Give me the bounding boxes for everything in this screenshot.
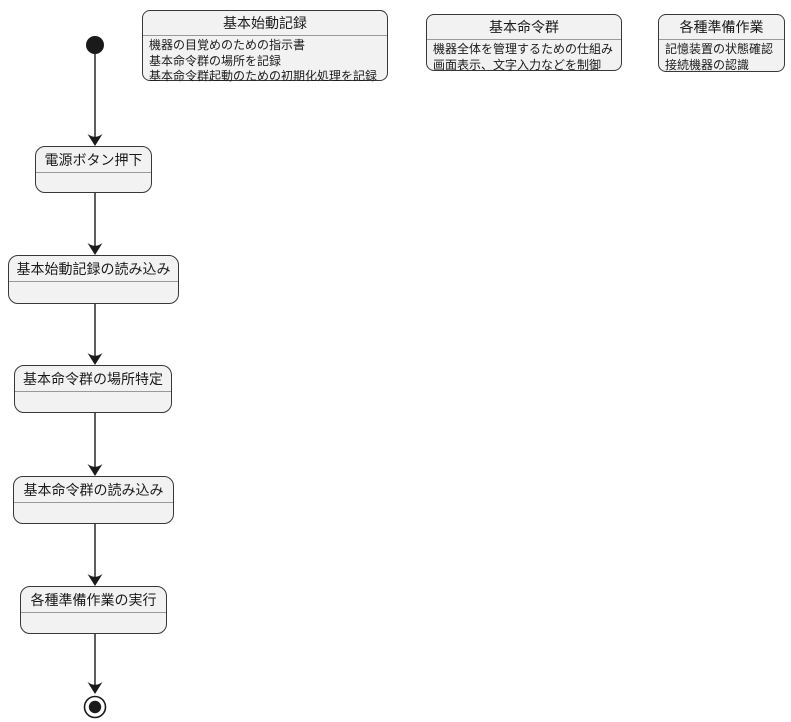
note-title: 基本始動記録 [143, 11, 387, 36]
note-line: 画面表示、文字入力などを制御 [433, 57, 602, 72]
state-read-boot-record: 基本始動記録の読み込み [8, 255, 179, 304]
note-line: 基本命令群の場所を記録 [149, 53, 282, 68]
note-line: 記憶装置の状態確認 [665, 42, 774, 56]
flow-arrow [87, 304, 103, 365]
state-body [14, 503, 173, 523]
note-body: 記憶装置の状態確認 接続機器の認識 [659, 40, 784, 73]
note-boot-record: 基本始動記録 機器の目覚めのための指示書 基本命令群の場所を記録 基本命令群起動… [142, 10, 388, 83]
note-preparations: 各種準備作業 記憶装置の状態確認 接続機器の認識 [658, 14, 785, 72]
state-power-button-press: 電源ボタン押下 [35, 146, 152, 193]
flow-arrow [87, 54, 103, 146]
flow-arrow [87, 634, 103, 694]
state-label: 基本命令群の読み込み [14, 477, 173, 503]
start-node-icon [86, 36, 104, 54]
flow-arrow [87, 524, 103, 586]
flow-arrow [87, 193, 103, 255]
state-locate-instruction-set: 基本命令群の場所特定 [14, 365, 172, 413]
note-body: 機器全体を管理するための仕組み 画面表示、文字入力などを制御 [427, 40, 621, 73]
note-instruction-set: 基本命令群 機器全体を管理するための仕組み 画面表示、文字入力などを制御 [426, 14, 622, 73]
note-body: 機器の目覚めのための指示書 基本命令群の場所を記録 基本命令群起動のための初期化… [143, 36, 387, 85]
note-line: 基本命令群起動のための初期化処理を記録 [149, 69, 378, 83]
state-label: 基本命令群の場所特定 [15, 366, 171, 392]
state-label: 基本始動記録の読み込み [9, 256, 178, 282]
note-title: 基本命令群 [427, 15, 621, 40]
state-label: 各種準備作業の実行 [21, 587, 166, 613]
state-body [15, 392, 171, 412]
state-read-instruction-set: 基本命令群の読み込み [13, 476, 174, 524]
state-body [21, 613, 166, 633]
state-body [36, 173, 151, 192]
note-line: 機器全体を管理するための仕組み [433, 42, 614, 56]
note-line: 接続機器の認識 [665, 57, 750, 72]
state-label: 電源ボタン押下 [36, 147, 151, 173]
end-node-icon [83, 695, 107, 719]
note-line: 機器の目覚めのための指示書 [149, 38, 306, 52]
flow-arrow [87, 413, 103, 476]
state-body [9, 282, 178, 303]
note-title: 各種準備作業 [659, 15, 784, 40]
state-run-preparations: 各種準備作業の実行 [20, 586, 167, 634]
